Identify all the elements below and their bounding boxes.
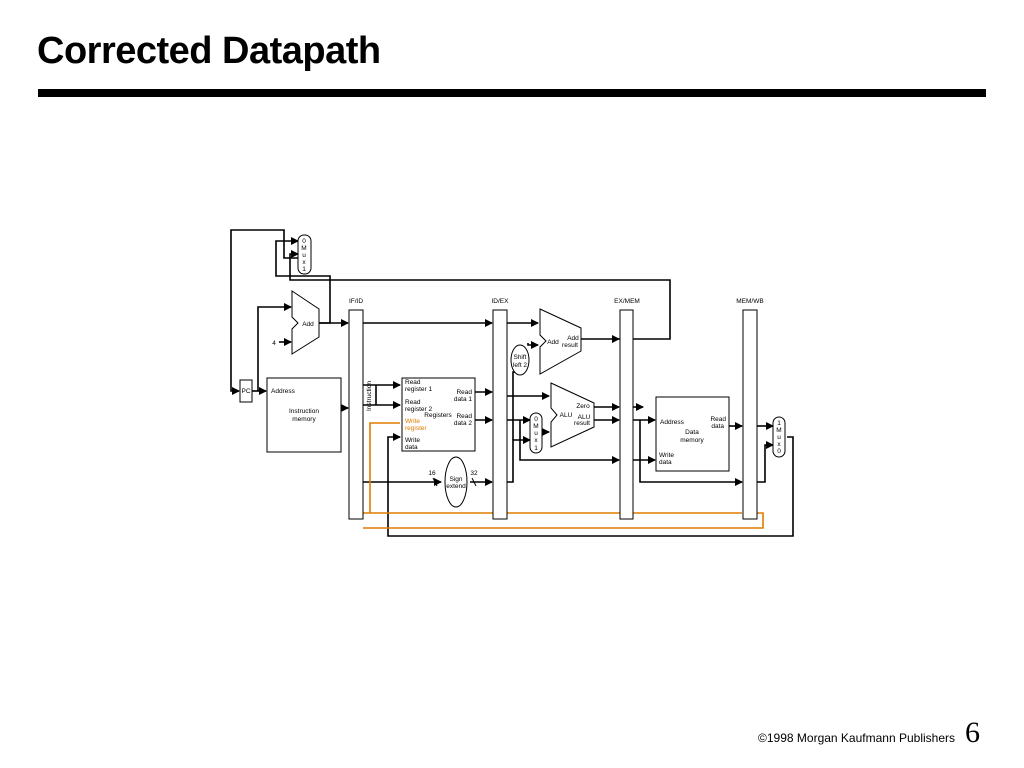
svg-text:ALU: ALU: [578, 414, 591, 421]
svg-text:u: u: [777, 434, 781, 441]
wires: [230, 229, 794, 537]
svg-text:Data: Data: [685, 429, 699, 436]
write-register-path: [363, 422, 764, 529]
id-ex-register: [492, 309, 508, 520]
svg-text:Read: Read: [710, 416, 726, 423]
svg-text:1: 1: [534, 445, 538, 452]
svg-text:result: result: [562, 342, 578, 349]
svg-text:x: x: [302, 259, 306, 266]
ex-mem-label: EX/MEM: [614, 298, 640, 305]
svg-text:data: data: [659, 459, 672, 466]
svg-text:memory: memory: [292, 416, 316, 423]
svg-text:32: 32: [470, 470, 478, 477]
svg-text:x: x: [777, 441, 781, 448]
svg-text:M: M: [301, 245, 306, 252]
id-ex-label: ID/EX: [492, 298, 510, 305]
instruction-bus-label: Instruction: [366, 381, 373, 411]
title-rule: [38, 89, 986, 97]
svg-text:register: register: [405, 425, 428, 432]
svg-text:result: result: [574, 420, 590, 427]
branch-adder: Add Add result: [539, 308, 582, 375]
constant-four: 4: [272, 340, 276, 347]
svg-text:Write: Write: [405, 437, 420, 444]
if-id-label: IF/ID: [349, 298, 363, 305]
svg-text:Address: Address: [660, 419, 685, 426]
svg-text:Read: Read: [456, 413, 472, 420]
svg-text:1: 1: [302, 266, 306, 273]
svg-text:x: x: [534, 437, 538, 444]
svg-text:data: data: [405, 444, 418, 451]
sign-extend: Sign extend 16 32: [428, 456, 478, 508]
svg-text:u: u: [302, 252, 306, 259]
alu-source-mux: 0 M u x 1: [529, 412, 543, 454]
instruction-memory: Address Instruction memory: [266, 377, 342, 453]
pipeline-registers: IF/ID ID/EX EX/MEM MEM/WB: [348, 298, 764, 520]
program-counter: PC: [239, 379, 253, 403]
svg-text:Add: Add: [547, 339, 559, 346]
shift-left-2: Shift left 2: [510, 344, 530, 376]
svg-text:memory: memory: [680, 437, 704, 444]
slide-footer: ©1998 Morgan Kaufmann Publishers 6: [758, 716, 980, 750]
write-back-mux: 1 M u x 0: [772, 416, 786, 458]
svg-text:PC: PC: [241, 388, 250, 395]
svg-text:Add: Add: [302, 321, 314, 328]
alu: ALU Zero ALU result: [550, 382, 595, 448]
pc-source-mux: 0 M u x 1: [297, 234, 312, 275]
ex-mem-register: [619, 309, 634, 520]
svg-text:ALU: ALU: [560, 412, 573, 419]
if-id-register: [348, 309, 364, 520]
pc-adder: Add 4: [272, 290, 320, 355]
svg-text:16: 16: [428, 470, 436, 477]
svg-text:data: data: [711, 423, 724, 430]
svg-text:1: 1: [777, 420, 781, 427]
svg-text:Read: Read: [405, 399, 421, 406]
svg-text:Write: Write: [659, 452, 674, 459]
svg-text:Read: Read: [456, 389, 472, 396]
svg-text:data 2: data 2: [454, 420, 472, 427]
slide-title: Corrected Datapath: [37, 30, 381, 72]
svg-text:Sign: Sign: [449, 476, 462, 483]
svg-text:M: M: [776, 427, 781, 434]
data-memory: Address Data memory Read data Write data: [655, 396, 730, 472]
svg-text:data 1: data 1: [454, 396, 472, 403]
svg-text:0: 0: [777, 448, 781, 455]
svg-text:Registers: Registers: [424, 412, 452, 419]
page-number: 6: [965, 716, 980, 749]
svg-text:register 1: register 1: [405, 386, 432, 393]
mem-wb-label: MEM/WB: [736, 298, 763, 305]
svg-text:0: 0: [302, 238, 306, 245]
svg-text:Instruction: Instruction: [289, 408, 319, 415]
svg-text:u: u: [534, 430, 538, 437]
svg-text:register 2: register 2: [405, 406, 432, 413]
register-file: Read register 1 Read register 2 Write re…: [401, 377, 476, 452]
svg-text:Zero: Zero: [576, 403, 590, 410]
svg-text:Shift: Shift: [513, 354, 526, 361]
svg-text:Read: Read: [405, 379, 421, 386]
svg-text:left 2: left 2: [513, 362, 527, 369]
svg-text:Address: Address: [271, 388, 296, 395]
svg-text:Add: Add: [567, 335, 579, 342]
svg-text:0: 0: [534, 416, 538, 423]
svg-text:Write: Write: [405, 418, 420, 425]
mem-wb-register: [742, 309, 758, 520]
copyright-notice: ©1998 Morgan Kaufmann Publishers: [758, 731, 955, 745]
svg-text:extend: extend: [446, 483, 466, 490]
svg-text:M: M: [533, 423, 538, 430]
